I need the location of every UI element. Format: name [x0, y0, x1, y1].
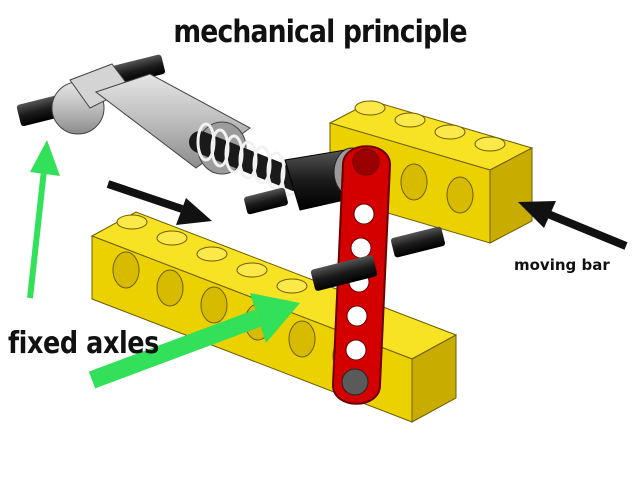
moving-bar-label: moving bar [514, 256, 610, 274]
green-arrow-middle-axle [88, 293, 300, 389]
black-arrow-motion [106, 180, 212, 225]
black-arrow-moving-bar [518, 201, 628, 250]
middle-fixed-axle [310, 226, 446, 291]
diagram-title: mechanical principle [173, 14, 467, 50]
fixed-axles-label: fixed axles [8, 326, 159, 361]
green-arrow-top-axle [27, 140, 60, 299]
